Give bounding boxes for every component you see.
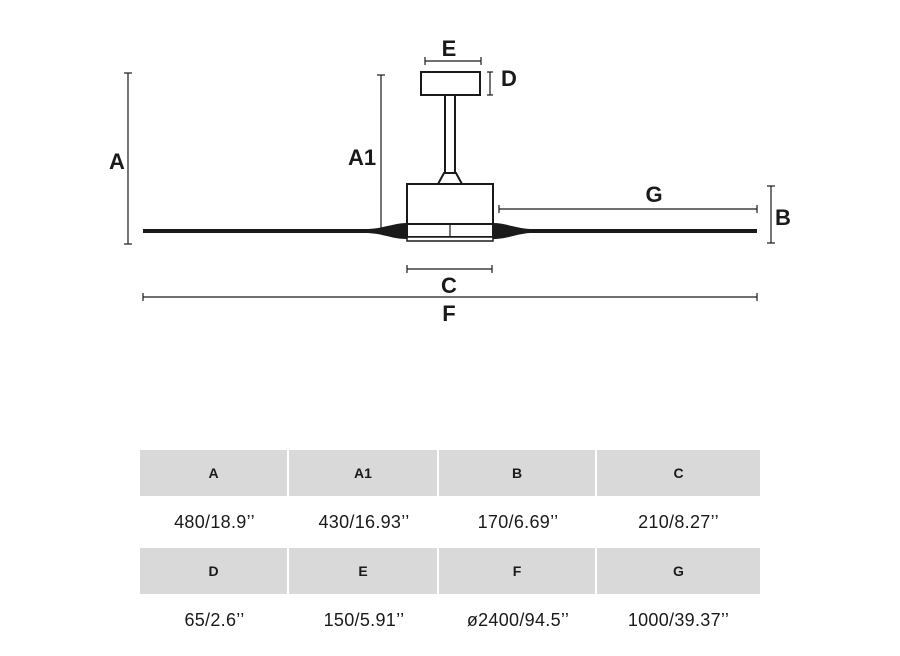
- table-header-row: A A1 B C: [140, 450, 760, 496]
- blade-left: [143, 223, 407, 239]
- blade-right: [493, 223, 757, 239]
- header-b: B: [439, 450, 597, 496]
- dimension-c: C: [406, 265, 493, 298]
- dimension-d: D: [487, 66, 517, 96]
- table-header-row: D E F G: [140, 548, 760, 594]
- label-g: G: [645, 182, 662, 207]
- header-a1: A1: [289, 450, 439, 496]
- dimension-a1: A1: [348, 74, 385, 230]
- coupler: [436, 172, 464, 185]
- label-e: E: [442, 36, 457, 61]
- dimension-g: G: [498, 182, 758, 213]
- header-g: G: [597, 548, 760, 594]
- label-a: A: [109, 149, 125, 174]
- header-c: C: [597, 450, 760, 496]
- motor-housing: [406, 183, 494, 225]
- table-row: 65/2.6’’ 150/5.91’’ ø2400/94.5’’ 1000/39…: [140, 594, 760, 646]
- value-a: 480/18.9’’: [174, 511, 255, 532]
- value-f: ø2400/94.5’’: [466, 609, 570, 630]
- label-d: D: [501, 66, 517, 91]
- value-a1: 430/16.93’’: [318, 511, 410, 532]
- table-row: 480/18.9’’ 430/16.93’’ 170/6.69’’ 210/8.…: [140, 496, 760, 548]
- header-f: F: [439, 548, 597, 594]
- canopy: [420, 71, 481, 96]
- header-d: D: [140, 548, 289, 594]
- light-plate: [406, 236, 494, 242]
- value-e: 150/5.91’’: [323, 609, 405, 630]
- label-b: B: [775, 205, 791, 230]
- dimension-e: E: [424, 36, 482, 65]
- dimension-a: A: [109, 72, 132, 245]
- dimension-spec-table: A A1 B C 480/18.9’’ 430/16.93’’ 170/6.69…: [140, 450, 760, 646]
- downrod: [444, 94, 456, 174]
- label-c: C: [441, 273, 457, 298]
- label-f: F: [442, 301, 455, 326]
- value-g: 1000/39.37’’: [627, 609, 730, 630]
- value-d: 65/2.6’’: [184, 609, 245, 630]
- value-b: 170/6.69’’: [477, 511, 559, 532]
- ceiling-fan-dimension-diagram: A A1 E D G B C: [109, 36, 791, 326]
- label-a1: A1: [348, 145, 376, 170]
- header-e: E: [289, 548, 439, 594]
- value-c: 210/8.27’’: [638, 511, 719, 532]
- dimension-f: F: [142, 293, 758, 326]
- header-a: A: [140, 450, 289, 496]
- dimension-b: B: [767, 185, 791, 244]
